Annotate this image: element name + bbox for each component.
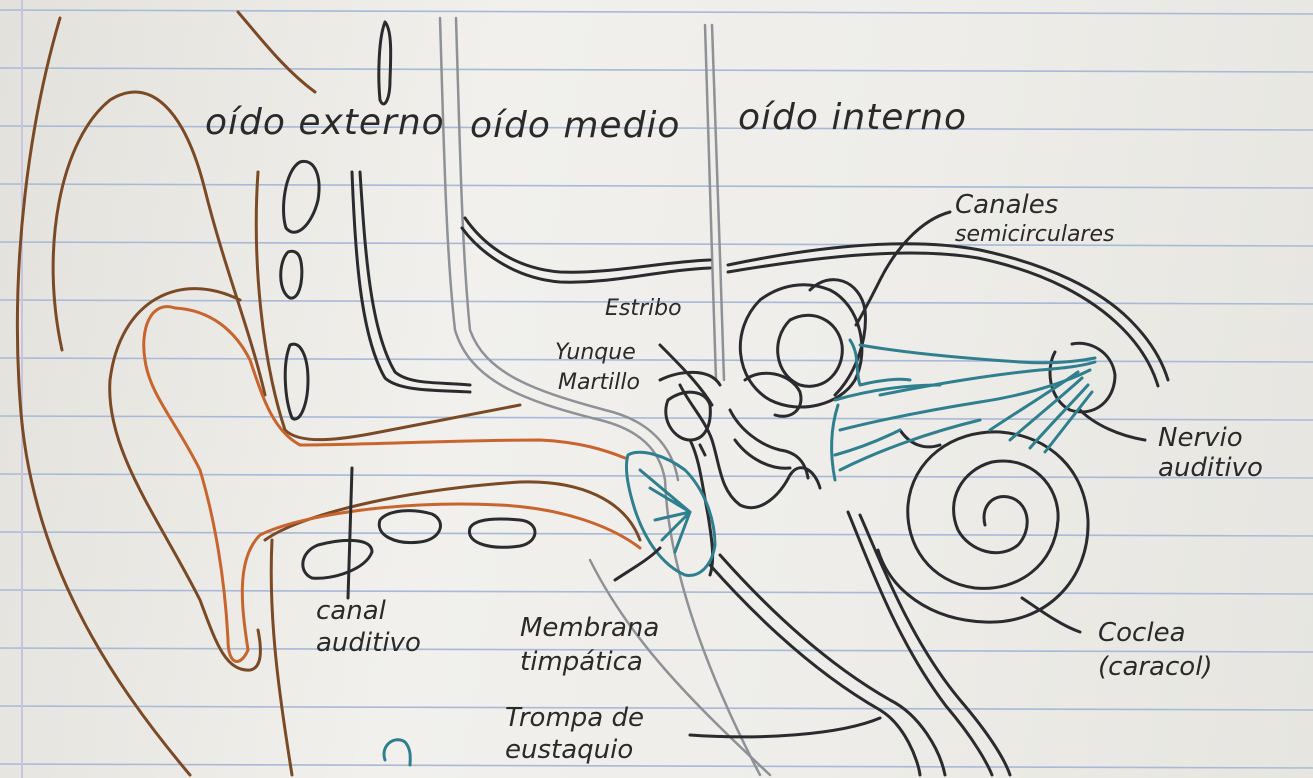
label-stapes: Estribo <box>605 298 682 320</box>
label-line-1: Nervio <box>1158 425 1263 451</box>
label-eardrum: Membrana timpática <box>520 615 659 675</box>
ruled-line <box>0 532 1313 536</box>
label-line-1: Coclea <box>1098 620 1213 646</box>
label-eustachian-tube: Trompa de eustaquio <box>505 705 644 763</box>
inner-ear-drawing <box>615 212 1168 737</box>
label-line-2: auditivo <box>316 630 421 656</box>
label-line-2: (caracol) <box>1098 654 1213 680</box>
label-malleus: Martillo <box>558 372 640 394</box>
label-ear-canal: canal auditivo <box>316 598 421 656</box>
ruled-line <box>0 474 1313 478</box>
label-line-2: semicirculares <box>955 224 1114 246</box>
label-line-1: Canales <box>955 192 1114 218</box>
label-semicircular-canals: Canales semicirculares <box>955 192 1114 246</box>
section-label-middle-ear: oído medio <box>470 108 680 144</box>
ruled-line <box>0 416 1313 420</box>
ruled-line <box>0 68 1313 72</box>
ruled-line <box>0 706 1313 710</box>
section-label-outer-ear: oído externo <box>205 105 445 141</box>
label-line-1: Trompa de <box>505 705 644 731</box>
label-line-1: Membrana <box>520 615 659 641</box>
ruled-line <box>0 242 1313 246</box>
ruled-line <box>0 10 1313 14</box>
ruled-line <box>0 764 1313 768</box>
section-label-inner-ear: oído interno <box>738 100 967 136</box>
label-line-1: canal <box>316 598 421 624</box>
eardrum-drawing <box>626 452 715 575</box>
label-line-2: eustaquio <box>505 737 644 763</box>
label-line-2: timpática <box>520 649 659 675</box>
ruled-line <box>0 358 1313 362</box>
label-cochlea: Coclea (caracol) <box>1098 620 1213 680</box>
ruled-line <box>0 184 1313 188</box>
label-incus: Yunque <box>555 342 636 364</box>
label-auditory-nerve: Nervio auditivo <box>1158 425 1263 481</box>
label-line-2: auditivo <box>1158 455 1263 481</box>
